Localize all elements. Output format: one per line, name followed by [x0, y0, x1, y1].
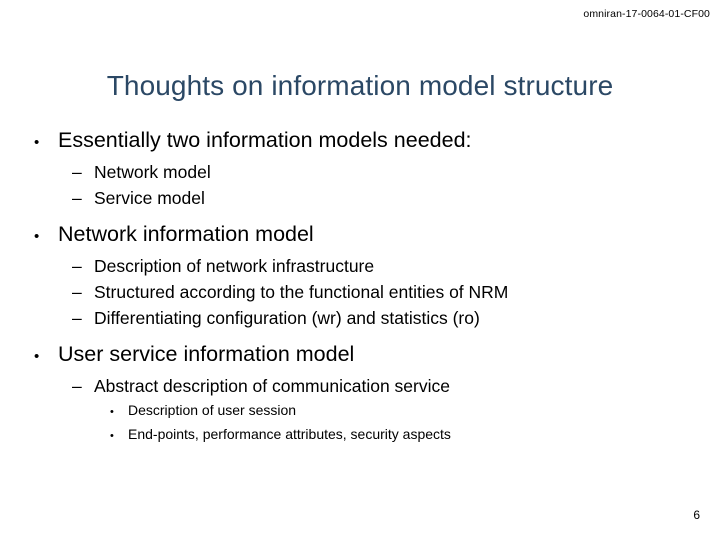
bullet-icon: •: [34, 228, 40, 245]
page-title: Thoughts on information model structure: [106, 69, 614, 101]
dash-icon: –: [72, 282, 82, 302]
dash-icon: –: [72, 162, 82, 182]
outline-item-label: Description of user session: [128, 402, 297, 418]
outline-group: • Network information model – Descriptio…: [0, 218, 720, 331]
outline-item-level2: – Service model: [0, 185, 720, 211]
bullet-icon: •: [110, 406, 114, 418]
outline-item-level2: – Description of network infrastructure: [0, 253, 720, 279]
outline-item-level1: • Network information model: [0, 218, 720, 253]
dash-icon: –: [72, 188, 82, 208]
outline-group: • Essentially two information models nee…: [0, 124, 720, 211]
slide-document-id: omniran-17-0064-01-CF00: [583, 8, 710, 20]
outline-item-level2: – Differentiating configuration (wr) and…: [0, 305, 720, 331]
bullet-icon: •: [34, 134, 40, 151]
outline-item-label: Description of network infrastructure: [94, 256, 375, 276]
outline-item-label: Structured according to the functional e…: [94, 282, 509, 302]
outline-item-level3: • End-points, performance attributes, se…: [0, 423, 720, 447]
outline-item-label: Network model: [94, 162, 211, 182]
slide-content-outline: • Essentially two information models nee…: [0, 124, 720, 447]
dash-icon: –: [72, 256, 82, 276]
outline-item-level1: • User service information model: [0, 338, 720, 373]
bullet-icon: •: [34, 348, 40, 365]
outline-item-label: Differentiating configuration (wr) and s…: [94, 308, 480, 328]
page-number: 6: [693, 508, 700, 522]
bullet-icon: •: [110, 430, 114, 442]
outline-item-level2: – Abstract description of communication …: [0, 373, 720, 399]
dash-icon: –: [72, 308, 82, 328]
outline-item-level2: – Structured according to the functional…: [0, 279, 720, 305]
outline-item-label: Service model: [94, 188, 205, 208]
outline-item-level1: • Essentially two information models nee…: [0, 124, 720, 159]
outline-item-level2: – Network model: [0, 159, 720, 185]
outline-item-label: Abstract description of communication se…: [94, 376, 450, 396]
outline-item-label: Network information model: [58, 222, 314, 246]
outline-item-level3: • Description of user session: [0, 399, 720, 423]
outline-item-label: End-points, performance attributes, secu…: [128, 426, 451, 442]
outline-item-label: Essentially two information models neede…: [58, 128, 472, 152]
dash-icon: –: [72, 376, 82, 396]
outline-item-label: User service information model: [58, 342, 355, 366]
outline-group: • User service information model – Abstr…: [0, 338, 720, 447]
